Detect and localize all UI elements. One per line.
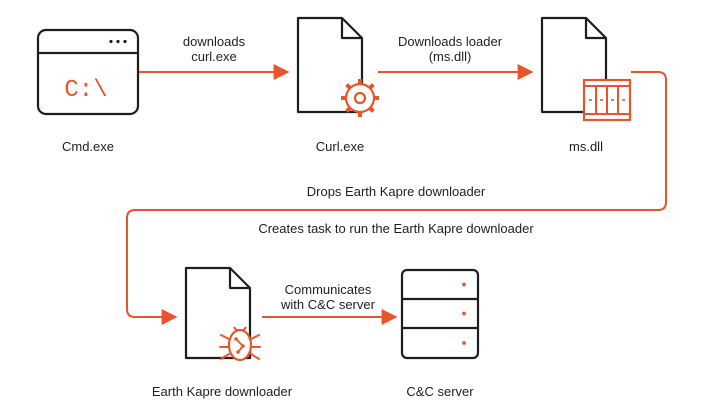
downloader-label: Earth Kapre downloader bbox=[151, 384, 293, 399]
edge-label-curl-msdll-line1: Downloads loader bbox=[397, 34, 503, 49]
curl-label: Curl.exe bbox=[315, 139, 365, 154]
gear-icon bbox=[341, 79, 379, 117]
msdll-file-icon bbox=[540, 16, 608, 114]
cmd-label: Cmd.exe bbox=[61, 139, 115, 154]
edge-label-creates-task: Creates task to run the Earth Kapre down… bbox=[258, 221, 534, 236]
cmd-prompt-text: C:\ bbox=[64, 77, 107, 104]
cmd-window-icon: C:\ bbox=[36, 28, 140, 116]
edge-label-curl-msdll-line2: (ms.dll) bbox=[428, 49, 472, 64]
edge-label-comm-line1: Communicates bbox=[284, 282, 372, 297]
arrow-msdll-to-downloader bbox=[126, 71, 667, 325]
server-icon bbox=[400, 268, 480, 360]
curl-file-icon bbox=[296, 16, 364, 114]
msdll-label: ms.dll bbox=[569, 139, 603, 154]
edge-label-drops: Drops Earth Kapre downloader bbox=[306, 184, 486, 199]
cc-label: C&C server bbox=[406, 384, 474, 399]
edge-label-cmd-curl-line1: downloads bbox=[182, 34, 246, 49]
downloader-file-icon bbox=[184, 266, 252, 360]
library-icon bbox=[582, 78, 632, 122]
edge-label-comm-line2: with C&C server bbox=[281, 297, 375, 312]
bug-icon bbox=[219, 326, 261, 362]
edge-label-cmd-curl-line2: curl.exe bbox=[191, 49, 237, 64]
